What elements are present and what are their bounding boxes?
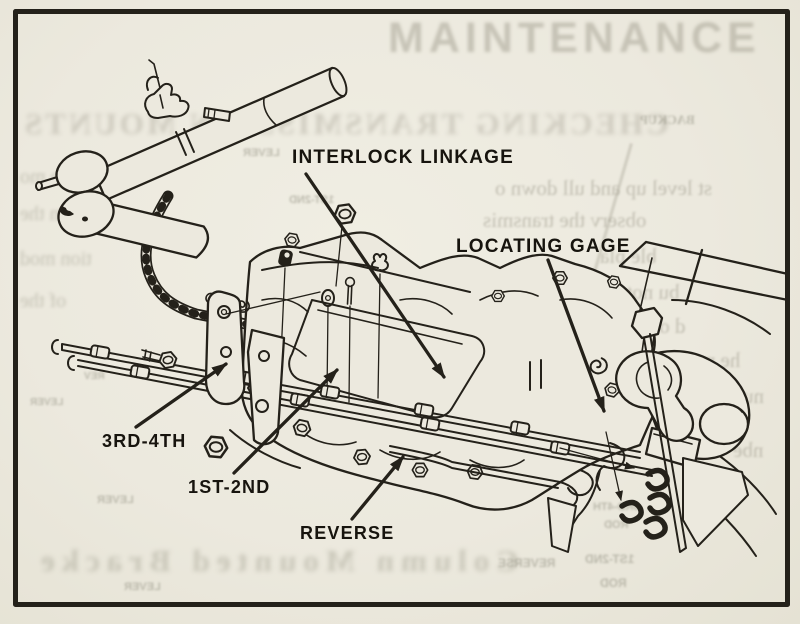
transmission-case-drawing [202,202,777,557]
column-housing [35,150,115,238]
shift-levers-and-housing [547,240,790,553]
label-locating-gage: LOCATING GAGE [456,236,631,257]
bleedthrough-page-title: MAINTENANCE [388,14,761,62]
retainer-clips-row [205,249,673,407]
leader-interlock-linkage [304,172,446,379]
figure-frame [13,9,790,607]
locating-gage-tool [618,240,790,553]
column-shift-lever [144,59,231,122]
label-3rd-4th: 3RD-4TH [102,431,187,451]
leader-3rd-4th [134,362,228,429]
label-interlock-linkage: INTERLOCK LINKAGE [292,147,515,168]
pivot-bolt [141,349,179,370]
rod-retainer-grommets [559,431,672,540]
label-reverse: REVERSE [300,523,395,543]
reverse-rod [389,442,626,511]
leader-1st-2nd [232,368,339,475]
case-outline [240,231,657,511]
side-cover [288,299,486,419]
label-1st-2nd: 1ST-2ND [188,477,271,497]
shift-tube [92,66,348,202]
leader-reverse [350,455,405,521]
column-lower-arm [95,201,210,259]
leader-locating-gage [546,258,606,413]
callout-leaders [134,172,606,521]
mount-leg [547,469,601,553]
